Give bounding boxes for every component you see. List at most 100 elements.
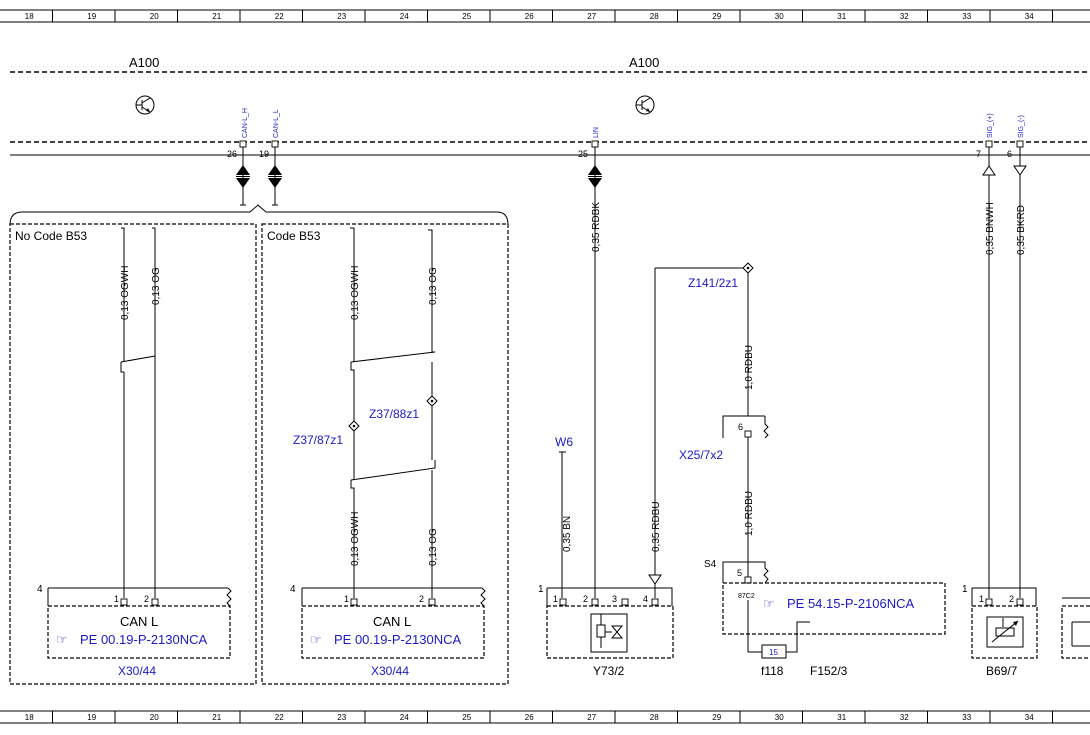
svg-text:0,13 OG: 0,13 OG xyxy=(428,267,439,305)
transistor-icon xyxy=(135,95,155,115)
grid-col-top-31: 31 xyxy=(837,12,846,21)
grid-col-bottom-33: 33 xyxy=(962,713,971,722)
grid-col-bottom-24: 24 xyxy=(400,713,409,722)
group-no-code-label: No Code B53 xyxy=(15,229,87,243)
grid-col-bottom-23: 23 xyxy=(337,713,346,722)
component-b69-7: 0,35 BNWH 0,35 BKRD 1 1 2 B69/7 xyxy=(962,147,1090,678)
grid-col-top-32: 32 xyxy=(900,12,909,21)
a100-module: A100 A100 xyxy=(10,55,1090,156)
svg-text:1: 1 xyxy=(553,594,558,604)
grid-col-bottom-22: 22 xyxy=(275,713,284,722)
grid-col-top-34: 34 xyxy=(1025,12,1034,21)
a100-label-left: A100 xyxy=(129,55,159,70)
grid-col-top-21: 21 xyxy=(212,12,221,21)
svg-text:2: 2 xyxy=(419,594,424,604)
nc-connector-label: CAN L xyxy=(120,614,158,629)
transistor-icon xyxy=(635,95,655,115)
a100-label-right: A100 xyxy=(629,55,659,70)
grid-col-top-23: 23 xyxy=(337,12,346,21)
svg-text:0,13 OGWH: 0,13 OGWH xyxy=(120,266,131,320)
grid-col-bottom-25: 25 xyxy=(462,713,471,722)
y73-name: Y73/2 xyxy=(593,664,625,678)
svg-text:2: 2 xyxy=(144,594,149,604)
grid-col-bottom-26: 26 xyxy=(525,713,534,722)
svg-text:4: 4 xyxy=(37,584,43,595)
component-f152-3: Z141/2z1 1,0 RDBU 6 X25/7x2 1,0 RDBU S4 … xyxy=(679,262,946,678)
svg-text:1,0 RDBU: 1,0 RDBU xyxy=(744,491,755,536)
pin-7: SIG_(+) 7 xyxy=(976,113,994,159)
can-l-bidir-icon xyxy=(268,147,282,206)
grid-col-top-29: 29 xyxy=(712,12,721,21)
f152-name: F152/3 xyxy=(810,664,848,678)
group-brace xyxy=(9,204,509,226)
nc-ref-icon: ☞ xyxy=(56,632,68,647)
splice-z37-88: Z37/88z1 xyxy=(369,407,419,421)
grid-col-bottom-19: 19 xyxy=(87,713,96,722)
b69-name: B69/7 xyxy=(986,664,1018,678)
component-y73-2: W6 0,35 BN 0,35 RDBU 1 1 2 3 4 Y73/2 xyxy=(538,267,748,678)
nc-ref-link[interactable]: PE 00.19-P-2130NCA xyxy=(80,632,208,647)
svg-text:SIG_(-): SIG_(-) xyxy=(1018,115,1025,138)
grid-col-top-19: 19 xyxy=(87,12,96,21)
splice-z37-87: Z37/87z1 xyxy=(293,433,343,447)
svg-text:25: 25 xyxy=(578,149,588,159)
svg-text:0,35 BKRD: 0,35 BKRD xyxy=(1016,205,1027,255)
svg-text:1,0 RDBU: 1,0 RDBU xyxy=(744,345,755,390)
s4-label: S4 xyxy=(704,559,717,570)
f152-ref-icon: ☞ xyxy=(763,596,775,611)
svg-text:4: 4 xyxy=(643,594,648,604)
can-h-bidir-icon xyxy=(236,147,250,206)
svg-text:4: 4 xyxy=(290,584,296,595)
sensor-icon xyxy=(986,616,1024,648)
arrow-down-icon xyxy=(648,574,662,585)
nc-connector-name: X30/44 xyxy=(118,664,156,678)
grid-col-bottom-18: 18 xyxy=(25,713,34,722)
svg-text:0,13 OGWH: 0,13 OGWH xyxy=(350,266,361,320)
grid-col-bottom-29: 29 xyxy=(712,713,721,722)
f152-pin-label: 87C2 xyxy=(738,593,755,600)
splice-z37-87-icon xyxy=(348,420,360,432)
svg-text:CAN-L_L: CAN-L_L xyxy=(273,109,280,138)
svg-text:0,35 RDBK: 0,35 RDBK xyxy=(591,202,602,252)
grid-col-bottom-21: 21 xyxy=(212,713,221,722)
grid-col-bottom-27: 27 xyxy=(587,713,596,722)
c-ref-link[interactable]: PE 00.19-P-2130NCA xyxy=(334,632,462,647)
grid-col-top-25: 25 xyxy=(462,12,471,21)
grid-col-bottom-28: 28 xyxy=(650,713,659,722)
grid-col-top-22: 22 xyxy=(275,12,284,21)
solenoid-valve-icon xyxy=(590,613,628,653)
svg-text:0,13 OGWH: 0,13 OGWH xyxy=(350,512,361,566)
w6-label: W6 xyxy=(555,435,573,449)
grid-col-top-24: 24 xyxy=(400,12,409,21)
svg-text:1: 1 xyxy=(538,584,544,595)
grid-col-bottom-34: 34 xyxy=(1025,713,1034,722)
grid-col-top-18: 18 xyxy=(25,12,34,21)
c-ref-icon: ☞ xyxy=(310,632,322,647)
grid-col-top-28: 28 xyxy=(650,12,659,21)
splice-z141: Z141/2z1 xyxy=(688,276,738,290)
svg-text:1: 1 xyxy=(962,584,968,595)
svg-text:26: 26 xyxy=(227,149,237,159)
svg-text:7: 7 xyxy=(976,149,981,159)
grid-col-bottom-20: 20 xyxy=(150,713,159,722)
wire-lin: 0,35 RDBK xyxy=(591,202,602,252)
svg-text:CAN-L_H: CAN-L_H xyxy=(242,108,249,138)
svg-text:6: 6 xyxy=(1007,149,1012,159)
splice-z141-icon xyxy=(742,262,754,274)
c-connector-label: CAN L xyxy=(373,614,411,629)
svg-text:6: 6 xyxy=(738,422,743,432)
lin-bidir-icon xyxy=(588,147,602,598)
splice-z37-88-icon xyxy=(426,395,438,407)
f152-ref-link[interactable]: PE 54.15-P-2106NCA xyxy=(787,596,915,611)
pin-26: CAN-L_H 26 xyxy=(227,108,249,159)
grid-col-top-27: 27 xyxy=(587,12,596,21)
svg-text:2: 2 xyxy=(583,594,588,604)
f118-name: f118 xyxy=(761,664,784,678)
arrow-up-icon xyxy=(982,165,996,176)
svg-text:0,35 BNWH: 0,35 BNWH xyxy=(985,202,996,255)
grid-col-top-20: 20 xyxy=(150,12,159,21)
group-no-code-b53: No Code B53 0,13 OGWH 0,13 OG 4 1 2 CAN … xyxy=(9,223,257,685)
svg-text:3: 3 xyxy=(612,594,617,604)
